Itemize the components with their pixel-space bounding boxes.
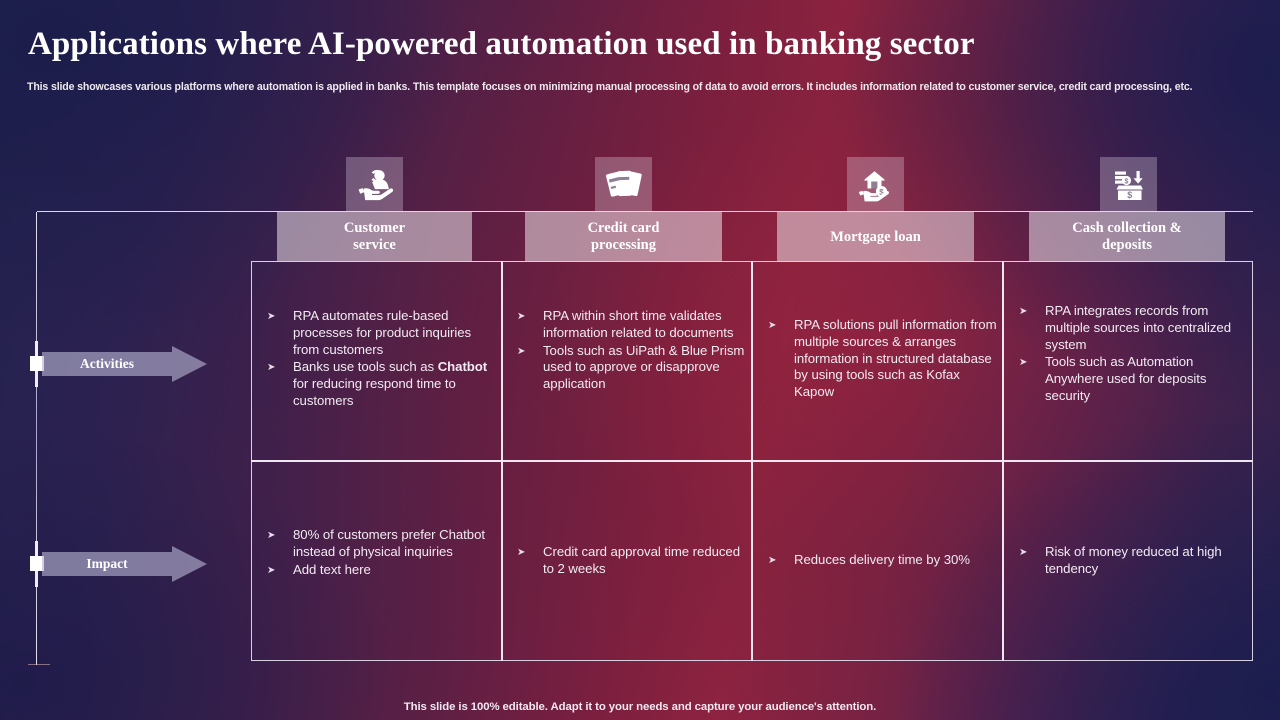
header-line-2: service (353, 237, 396, 253)
list-item: ➤ RPA integrates records from multiple s… (1007, 303, 1250, 353)
header-line-2: deposits (1102, 237, 1152, 253)
bullet-list: ➤ RPA integrates records from multiple s… (1007, 303, 1250, 405)
bullet-glyph-icon: ➤ (1019, 547, 1028, 558)
slide-footer: This slide is 100% editable. Adapt it to… (403, 701, 877, 713)
column-header-credit-card-processing[interactable]: Credit card processing (525, 212, 722, 262)
bullet-glyph-icon: ➤ (267, 564, 276, 576)
list-item: ➤ Add text here (255, 562, 498, 579)
timeline-marker-impact (30, 556, 44, 571)
cell-activities-mortgage-loan: ➤ RPA solutions pull information from mu… (756, 317, 999, 402)
list-item: ➤ Tools such as Automation Anywhere used… (1007, 354, 1250, 404)
list-item: ➤ Risk of money reduced at high tendency (1007, 544, 1250, 578)
cell-activities-customer-service: ➤ RPA automates rule-based processes for… (255, 308, 498, 411)
bullet-glyph-icon: ➤ (768, 320, 777, 331)
mortgage-house-icon-tile: $ (847, 157, 904, 212)
bullet-list: ➤ RPA within short time validates inform… (505, 308, 748, 393)
list-item-text: RPA within short time validates informat… (543, 308, 734, 340)
header-line-2: processing (590, 237, 656, 253)
cell-impact-mortgage-loan: ➤ Reduces delivery time by 30% (756, 552, 999, 570)
bullet-glyph-icon: ➤ (267, 530, 276, 541)
cell-activities-credit-card-processing: ➤ RPA within short time validates inform… (505, 308, 748, 394)
timeline-foot-rule (28, 664, 50, 666)
header-line-1: Cash collection & (1072, 220, 1182, 236)
bullet-glyph-icon: ➤ (517, 345, 526, 357)
column-header-customer-service[interactable]: Customer service (277, 212, 472, 262)
svg-text:$: $ (879, 188, 884, 197)
list-item-text: Risk of money reduced at high tendency (1045, 544, 1222, 576)
svg-text:$: $ (1127, 190, 1132, 200)
page-subtitle: This slide showcases various platforms w… (27, 81, 1193, 93)
row-label-impact[interactable]: Impact (42, 546, 207, 582)
header-line-1: Credit card (587, 220, 660, 236)
row-label-activities-text: Activities (80, 356, 134, 371)
list-item: ➤ Tools such as UiPath & Blue Prism used… (505, 343, 748, 393)
bullet-glyph-icon: ➤ (517, 311, 526, 322)
list-item: ➤ RPA solutions pull information from mu… (756, 317, 999, 401)
list-item: ➤ Banks use tools such as Chatbot for re… (255, 359, 498, 409)
row-label-activities[interactable]: Activities (42, 346, 207, 382)
bullet-list: ➤ RPA solutions pull information from mu… (756, 317, 999, 401)
timeline-vertical-line (36, 212, 38, 665)
list-item-text: Tools such as UiPath & Blue Prism used t… (543, 342, 745, 392)
header-line-1: Mortgage loan (830, 228, 921, 245)
list-item-text: Credit card approval time reduced to 2 w… (543, 544, 740, 576)
bullet-glyph-icon: ➤ (1019, 357, 1028, 369)
column-header-mortgage-loan[interactable]: Mortgage loan (777, 212, 974, 262)
bullet-glyph-icon: ➤ (267, 311, 276, 322)
bullet-list: ➤ RPA automates rule-based processes for… (255, 308, 498, 410)
credit-cards-icon (605, 168, 642, 202)
list-item: ➤ Reduces delivery time by 30% (756, 552, 999, 569)
bullet-list: ➤ 80% of customers prefer Chatbot instea… (255, 527, 498, 578)
customer-service-icon-tile (346, 157, 403, 212)
credit-cards-icon-tile (595, 157, 652, 212)
mortgage-house-icon: $ (858, 168, 894, 202)
bullet-glyph-icon: ➤ (1019, 306, 1028, 317)
cell-impact-customer-service: ➤ 80% of customers prefer Chatbot instea… (255, 527, 498, 579)
bullet-list: ➤ Credit card approval time reduced to 2… (505, 544, 748, 578)
svg-text:$: $ (1124, 178, 1128, 185)
top-horizontal-rule (37, 211, 1253, 213)
row-label-impact-text: Impact (86, 556, 128, 571)
customer-service-icon (357, 168, 393, 202)
list-item-text: Banks use tools such as Chatbot for redu… (293, 359, 488, 408)
list-item: ➤ Credit card approval time reduced to 2… (505, 544, 748, 578)
list-item: ➤ RPA within short time validates inform… (505, 308, 748, 342)
timeline-marker-activities (30, 356, 44, 371)
list-item-text: Reduces delivery time by 30% (794, 552, 970, 567)
grid-row-divider (251, 460, 1253, 462)
list-item: ➤ RPA automates rule-based processes for… (255, 308, 498, 358)
bullet-glyph-icon: ➤ (267, 362, 276, 374)
cash-deposit-icon: $ $ (1111, 168, 1147, 202)
list-item-text: 80% of customers prefer Chatbot instead … (293, 527, 485, 559)
list-item-text: RPA integrates records from multiple sou… (1045, 303, 1231, 352)
list-item: ➤ 80% of customers prefer Chatbot instea… (255, 527, 498, 561)
header-line-1: Customer (343, 220, 406, 236)
cell-activities-cash-collection-deposits: ➤ RPA integrates records from multiple s… (1007, 303, 1250, 406)
bullet-list: ➤ Reduces delivery time by 30% (756, 552, 999, 569)
page-title: Applications where AI-powered automation… (28, 26, 975, 62)
bullet-list: ➤ Risk of money reduced at high tendency (1007, 544, 1250, 578)
bullet-glyph-icon: ➤ (768, 555, 777, 566)
list-item-text: RPA solutions pull information from mult… (794, 317, 997, 400)
list-item-text: RPA automates rule-based processes for p… (293, 308, 472, 357)
cell-impact-credit-card-processing: ➤ Credit card approval time reduced to 2… (505, 544, 748, 579)
list-item-text: Tools such as Automation Anywhere used f… (1045, 354, 1207, 403)
column-header-cash-collection-deposits[interactable]: Cash collection & deposits (1029, 212, 1225, 262)
bullet-glyph-icon: ➤ (517, 547, 526, 558)
cell-impact-cash-collection-deposits: ➤ Risk of money reduced at high tendency (1007, 544, 1250, 579)
list-item-text: Add text here (293, 561, 371, 577)
cash-deposit-icon-tile: $ $ (1100, 157, 1157, 212)
